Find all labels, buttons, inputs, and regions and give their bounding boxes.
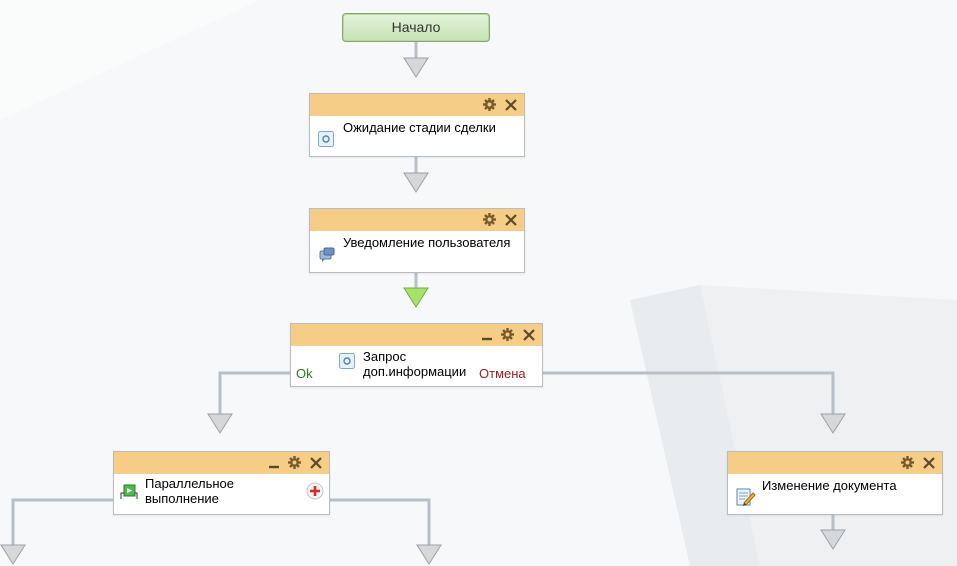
- notify-user-icon: [319, 247, 335, 263]
- arrow-2: [403, 172, 429, 193]
- start-node[interactable]: Начало: [342, 13, 490, 42]
- close-icon[interactable]: [521, 327, 536, 342]
- block-header: [728, 452, 942, 474]
- gear-icon[interactable]: [500, 327, 515, 342]
- gear-icon[interactable]: [482, 212, 497, 227]
- arrow-3-active: [403, 287, 429, 308]
- arrow-parallel-left: [0, 544, 26, 565]
- arrow-cancel-branch: [820, 413, 846, 434]
- wait-stage-icon: [318, 131, 334, 147]
- block-title-line-1: Запрос: [363, 349, 407, 364]
- block-title: Изменение документа: [762, 478, 897, 493]
- block-edit-document[interactable]: Изменение документа: [727, 451, 943, 515]
- arrow-parallel-right: [416, 544, 442, 565]
- branch-label-cancel: Отмена: [479, 366, 526, 381]
- gear-icon[interactable]: [482, 97, 497, 112]
- branch-label-ok: Ok: [296, 366, 313, 381]
- request-info-icon: [339, 353, 355, 369]
- block-header: [114, 452, 329, 474]
- gear-icon[interactable]: [900, 455, 915, 470]
- edit-document-icon: [736, 487, 756, 507]
- block-title: Параллельное выполнение: [145, 476, 234, 506]
- block-parallel[interactable]: Параллельное выполнение: [113, 451, 330, 515]
- block-title-line-1: Параллельное: [145, 476, 235, 491]
- block-title: Уведомление пользователя: [343, 235, 511, 250]
- parallel-icon: [120, 484, 138, 500]
- block-header: [310, 209, 524, 231]
- minimize-icon[interactable]: [266, 455, 281, 470]
- block-header: [291, 324, 542, 346]
- block-header: [310, 94, 524, 116]
- block-title: Запрос доп.информации (с: [363, 349, 539, 379]
- block-wait-stage[interactable]: Ожидание стадии сделки: [309, 93, 525, 157]
- close-icon[interactable]: [921, 455, 936, 470]
- block-title-line-2: доп.информации (с: [363, 364, 469, 379]
- block-title: Ожидание стадии сделки: [343, 120, 496, 135]
- block-request-info[interactable]: Запрос доп.информации (с Ok Отмена: [290, 323, 543, 387]
- close-icon[interactable]: [503, 212, 518, 227]
- close-icon[interactable]: [308, 455, 323, 470]
- arrow-after-edit: [820, 529, 846, 550]
- block-notify-user[interactable]: Уведомление пользователя: [309, 208, 525, 273]
- gear-icon[interactable]: [287, 455, 302, 470]
- close-icon[interactable]: [503, 97, 518, 112]
- arrow-ok-branch: [207, 413, 233, 434]
- minimize-icon[interactable]: [479, 327, 494, 342]
- block-title-line-2: выполнение: [145, 491, 219, 506]
- arrow-1: [403, 57, 429, 78]
- add-branch-icon[interactable]: [306, 482, 324, 500]
